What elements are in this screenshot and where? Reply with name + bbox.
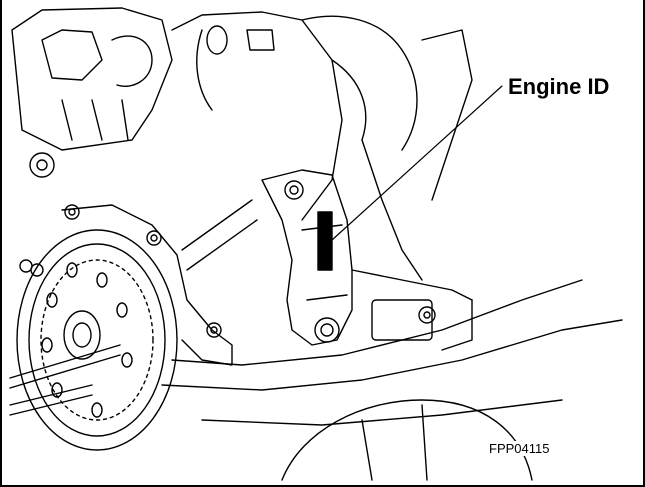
engine-id-plate [317,211,333,271]
engine-block-outline [11,7,473,281]
oil-pan-outline [161,279,623,481]
figure-number: FPP04115 [487,441,552,456]
crank-pulley [16,229,178,451]
callout-leader-line [331,85,503,241]
timing-cover [19,152,258,366]
engine-id-label: Engine ID [506,74,612,100]
mounting-bracket [261,169,473,346]
timing-marks [9,344,121,416]
